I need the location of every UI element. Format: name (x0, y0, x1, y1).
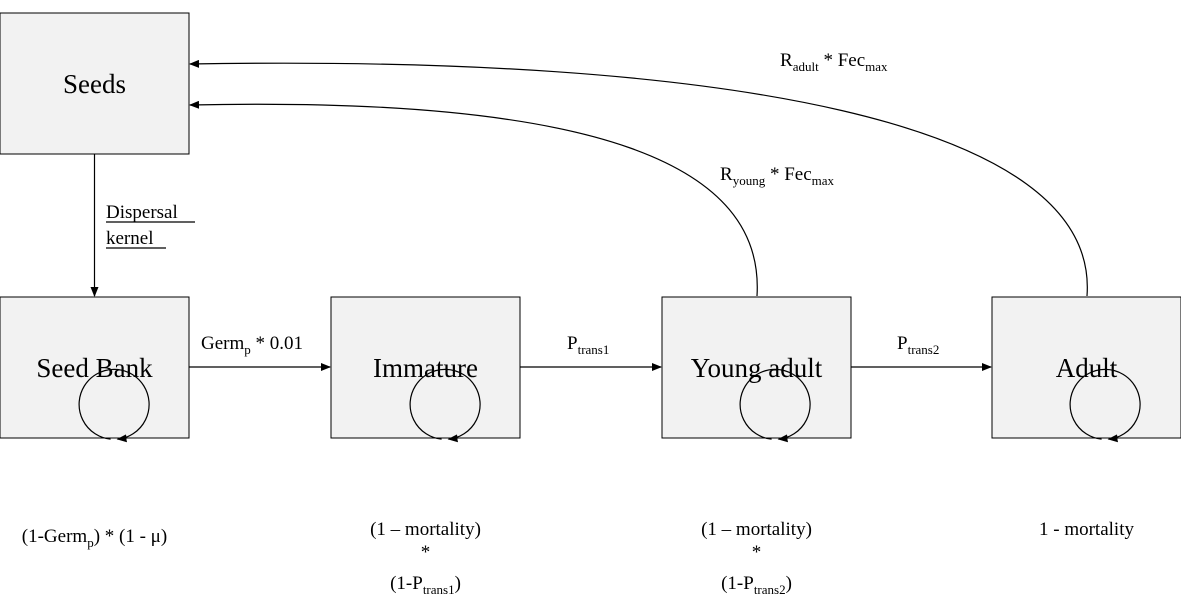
node-young-adult-label: Young adult (691, 353, 823, 383)
loop-label-immature-line3-sub: trans1 (423, 582, 455, 597)
loop-label-young-adult-line3-b: ) (786, 573, 792, 594)
arrow-adult-to-seeds (189, 59, 1088, 297)
label-ptrans1-sub: trans1 (578, 342, 610, 357)
label-germination-main: Germ (201, 333, 244, 354)
loop-label-immature-line3-a: (1-P (390, 573, 423, 594)
loop-label-seed-bank: (1-Germp) * (1 - μ) (22, 526, 167, 550)
label-r-adult-fecundity: Radult * Fecmax (780, 50, 888, 74)
node-immature-label: Immature (373, 353, 478, 383)
label-ptrans2-sub: trans2 (908, 342, 940, 357)
loop-label-adult: 1 - mortality (1039, 519, 1134, 540)
label-dispersal-line2: kernel (106, 228, 153, 249)
loop-immature (409, 368, 481, 443)
label-dispersal-line1: Dispersal (106, 202, 178, 223)
label-ptrans2: Ptrans2 (897, 333, 939, 357)
node-seeds: Seeds (0, 12, 190, 155)
label-r-adult-main: R (780, 50, 793, 71)
label-ptrans1: Ptrans1 (567, 333, 609, 357)
loop-label-seed-bank-sub: p (87, 535, 94, 550)
loop-label-young-adult-line3-a: (1-P (721, 573, 754, 594)
node-seeds-label: Seeds (63, 69, 126, 99)
loop-label-young-adult-line2: * (752, 542, 762, 563)
loop-label-seed-bank-a: (1-Germ (22, 526, 88, 547)
node-immature: Immature (330, 296, 521, 439)
loop-label-young-adult-line1: (1 – mortality) (701, 519, 812, 540)
label-r-young-mid: * Fec (765, 164, 811, 185)
loop-label-immature-line3-b: ) (455, 573, 461, 594)
label-r-young-main: R (720, 164, 733, 185)
label-r-adult-sub: adult (793, 59, 819, 74)
loop-label-immature-line1: (1 – mortality) (370, 519, 481, 540)
loop-label-immature-line3: (1-Ptrans1) (390, 573, 461, 597)
label-r-adult-mid: * Fec (819, 50, 865, 71)
loop-young-adult (739, 368, 811, 443)
label-r-young-sub: young (733, 173, 766, 188)
node-adult-label: Adult (1056, 353, 1118, 383)
loop-label-young-adult-line3-sub: trans2 (754, 582, 786, 597)
label-ptrans1-main: P (567, 333, 578, 354)
label-germination: Germp * 0.01 (201, 333, 303, 357)
label-germination-sub: p (244, 342, 251, 357)
node-young-adult: Young adult (661, 296, 852, 439)
node-seed-bank: Seed Bank (0, 296, 190, 439)
node-adult: Adult (991, 296, 1181, 439)
label-r-adult-sub2: max (865, 59, 888, 74)
label-r-young-sub2: max (812, 173, 835, 188)
label-r-young-fecundity: Ryoung * Fecmax (720, 164, 835, 188)
loop-label-seed-bank-b: ) * (1 - μ) (94, 526, 168, 547)
loop-label-young-adult-line3: (1-Ptrans2) (721, 573, 792, 597)
label-ptrans2-main: P (897, 333, 908, 354)
loop-label-immature-line2: * (421, 542, 431, 563)
label-germination-rest: * 0.01 (251, 333, 303, 354)
node-seed-bank-label: Seed Bank (36, 353, 153, 383)
loop-seed-bank (78, 368, 150, 443)
arrow-youngadult-to-seeds (189, 100, 758, 297)
loop-adult (1069, 368, 1141, 443)
